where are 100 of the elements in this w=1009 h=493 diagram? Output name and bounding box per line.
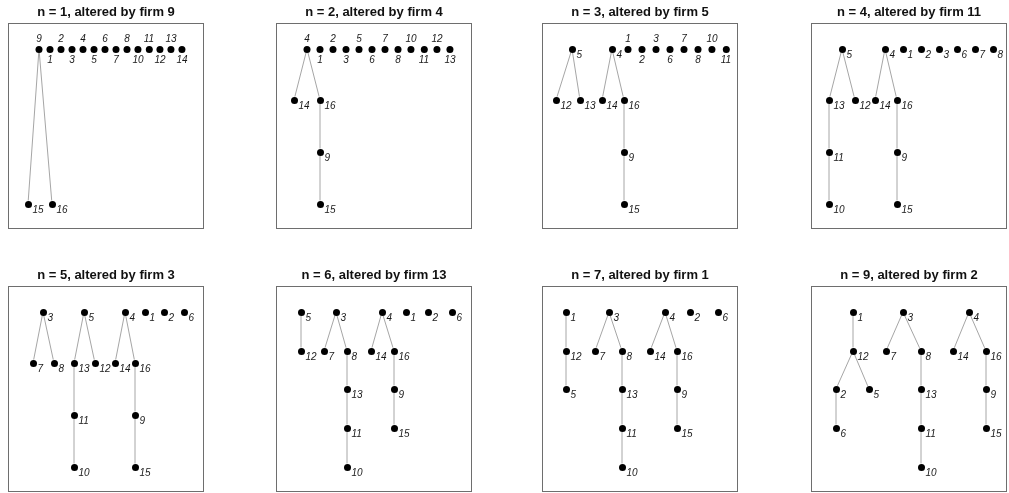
node-label: 11 [78, 415, 89, 426]
node-label: 5 [88, 312, 95, 323]
tree-edge [307, 51, 320, 98]
node-label: 16 [990, 351, 1002, 362]
node-label: 1 [149, 312, 156, 323]
tree-edge [595, 314, 609, 349]
node-label: 10 [925, 467, 937, 478]
node-label: 11 [626, 428, 637, 439]
node-label: 9 [36, 33, 42, 44]
node-label: 1 [625, 33, 631, 44]
node-label: 14 [957, 351, 969, 362]
node-label: 10 [626, 467, 638, 478]
tree-edge [836, 353, 853, 387]
node-label: 4 [889, 49, 896, 60]
tree-edge [565, 315, 567, 348]
tree-edge [612, 51, 624, 98]
node-label: 9 [139, 415, 146, 426]
node-label: 11 [351, 428, 362, 439]
tree-edge [621, 354, 623, 386]
node-label: 14 [298, 100, 310, 111]
node-label: 15 [990, 428, 1002, 439]
node-label: 15 [901, 204, 913, 215]
tree-edge [920, 354, 922, 386]
node-label: 10 [78, 467, 90, 478]
node-label: 11 [833, 152, 844, 163]
node-label: 8 [395, 54, 401, 65]
node-label: 8 [925, 351, 932, 362]
node-label: 3 [343, 54, 349, 65]
tree-edge [676, 392, 678, 425]
tree-edge [602, 51, 612, 98]
node-label: 15 [32, 204, 44, 215]
tree-edge [27, 52, 40, 201]
node-label: 14 [176, 54, 188, 65]
node-label: 15 [398, 428, 410, 439]
node-label: 3 [69, 54, 75, 65]
node-label: 14 [375, 351, 387, 362]
node-label: 9 [901, 152, 908, 163]
tree-edge [336, 314, 347, 349]
tree-edge [319, 103, 321, 149]
node-label: 2 [840, 389, 847, 400]
node-label: 3 [47, 312, 54, 323]
node-label: 1 [857, 312, 864, 323]
node-label: 14 [879, 100, 891, 111]
node-label: 16 [628, 100, 640, 111]
node-label: 15 [628, 204, 640, 215]
node-label: 4 [616, 49, 623, 60]
tree-edge [985, 392, 987, 425]
node-label: 16 [139, 363, 151, 374]
node-label: 4 [669, 312, 676, 323]
node-label: 6 [102, 33, 108, 44]
node-label: 16 [398, 351, 410, 362]
tree-edge [665, 314, 677, 349]
node-label: 10 [405, 33, 417, 44]
node-label: 13 [584, 100, 596, 111]
node-label: 13 [833, 100, 845, 111]
node-label: 2 [639, 54, 645, 65]
tree-edge [74, 314, 84, 361]
node-label: 6 [456, 312, 463, 323]
node-label: 16 [324, 100, 336, 111]
tree-edge [300, 315, 302, 348]
node-label: 8 [695, 54, 701, 65]
node-label: 4 [129, 312, 136, 323]
node-label: 5 [873, 389, 880, 400]
tree-edge [346, 354, 348, 386]
node-label: 16 [901, 100, 913, 111]
node-label: 10 [706, 33, 718, 44]
node-label: 6 [961, 49, 968, 60]
node-label: 8 [124, 33, 130, 44]
node-label: 10 [132, 54, 144, 65]
node-label: 5 [846, 49, 853, 60]
node-label: 7 [113, 54, 119, 65]
node-label: 8 [997, 49, 1004, 60]
node-label: 7 [890, 351, 897, 362]
node-label: 8 [351, 351, 358, 362]
tree-edge [828, 155, 830, 201]
tree-edge [134, 366, 136, 412]
node-label: 15 [681, 428, 693, 439]
node-label: 13 [165, 33, 177, 44]
tree-edge [842, 51, 855, 98]
node-label: 9 [398, 389, 405, 400]
panel-title: n = 6, altered by firm 13 [300, 267, 448, 283]
node-label: 7 [37, 363, 44, 374]
node-label: 12 [857, 351, 869, 362]
tree-edge [565, 354, 567, 386]
tree-edge [953, 314, 969, 349]
node-label: 5 [91, 54, 97, 65]
node-label: 2 [58, 33, 64, 44]
node-label: 3 [653, 33, 659, 44]
node-label: 12 [305, 351, 317, 362]
tree-edge [828, 103, 830, 149]
tree-edge [903, 314, 921, 349]
tree-edge [125, 314, 135, 361]
node-label: 9 [990, 389, 997, 400]
tree-edge [920, 431, 922, 464]
node-label: 2 [168, 312, 175, 323]
tree-edge [650, 314, 665, 349]
node-label: 12 [99, 363, 111, 374]
node-label: 6 [722, 312, 729, 323]
tree-edge [896, 155, 898, 201]
node-label: 15 [324, 204, 336, 215]
